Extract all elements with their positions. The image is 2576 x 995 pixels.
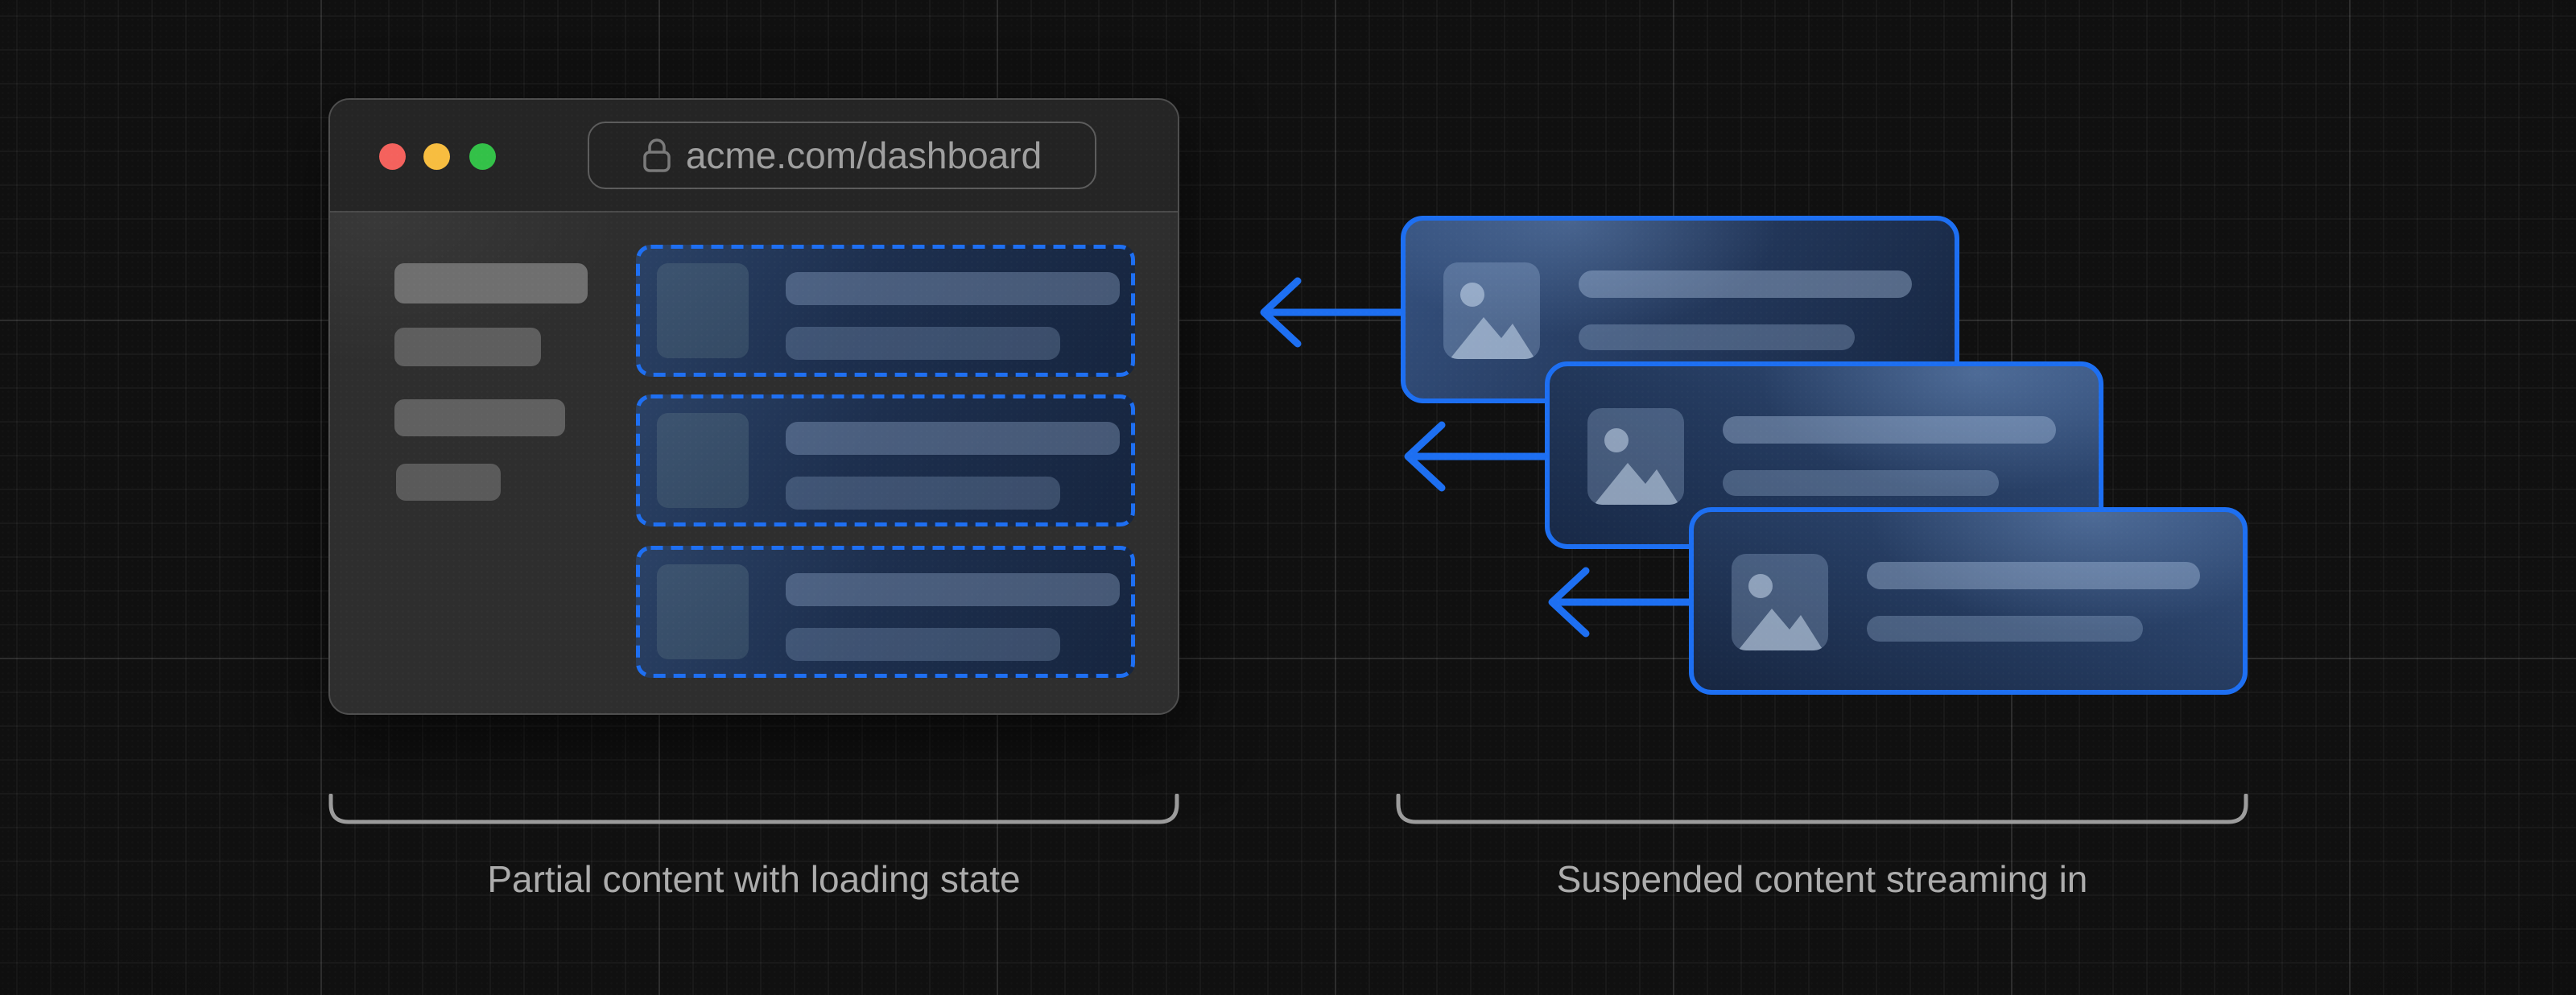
text-skeleton-bar — [786, 327, 1060, 360]
bracket-right-group — [1396, 794, 2248, 824]
browser-window: acme.com/dashboard — [328, 98, 1179, 715]
image-skeleton-block — [657, 564, 749, 659]
loading-placeholder-card — [636, 245, 1135, 377]
suspended-content-card — [1689, 507, 2248, 695]
image-placeholder-icon — [1443, 262, 1540, 359]
sidebar-skeleton-bar — [394, 328, 541, 366]
bracket-left-group — [328, 794, 1179, 824]
sidebar-skeleton-bar — [394, 399, 565, 436]
image-placeholder-icon — [1732, 554, 1828, 650]
traffic-light-close — [379, 143, 406, 170]
sidebar-skeleton-bar — [394, 263, 588, 303]
browser-content — [330, 213, 1178, 713]
image-skeleton-block — [657, 413, 749, 508]
text-skeleton-bar — [1579, 270, 1912, 298]
lock-icon — [642, 138, 671, 173]
text-skeleton-bar — [1723, 470, 1999, 496]
address-bar: acme.com/dashboard — [588, 122, 1096, 189]
image-placeholder-icon — [1587, 408, 1684, 505]
text-skeleton-bar — [786, 477, 1060, 510]
loading-placeholder-card — [636, 546, 1135, 678]
text-skeleton-bar — [786, 272, 1120, 305]
arrow-left-icon — [1548, 567, 1695, 638]
arrow-left-icon — [1404, 421, 1551, 492]
loading-placeholder-card — [636, 394, 1135, 526]
sidebar-skeleton-bar — [396, 464, 501, 501]
text-skeleton-bar — [1723, 416, 2056, 444]
text-skeleton-bar — [1867, 562, 2200, 589]
text-skeleton-bar — [1579, 324, 1855, 350]
traffic-light-zoom — [469, 143, 496, 170]
text-skeleton-bar — [786, 628, 1060, 661]
caption-suspended-content: Suspended content streaming in — [1556, 858, 2088, 900]
caption-partial-content: Partial content with loading state — [487, 858, 1021, 900]
text-skeleton-bar — [786, 422, 1120, 455]
image-skeleton-block — [657, 263, 749, 358]
browser-titlebar: acme.com/dashboard — [330, 100, 1178, 213]
arrow-left-icon — [1260, 277, 1407, 348]
url-text: acme.com/dashboard — [685, 134, 1042, 176]
text-skeleton-bar — [1867, 616, 2143, 642]
text-skeleton-bar — [786, 573, 1120, 606]
traffic-light-minimize — [423, 143, 450, 170]
